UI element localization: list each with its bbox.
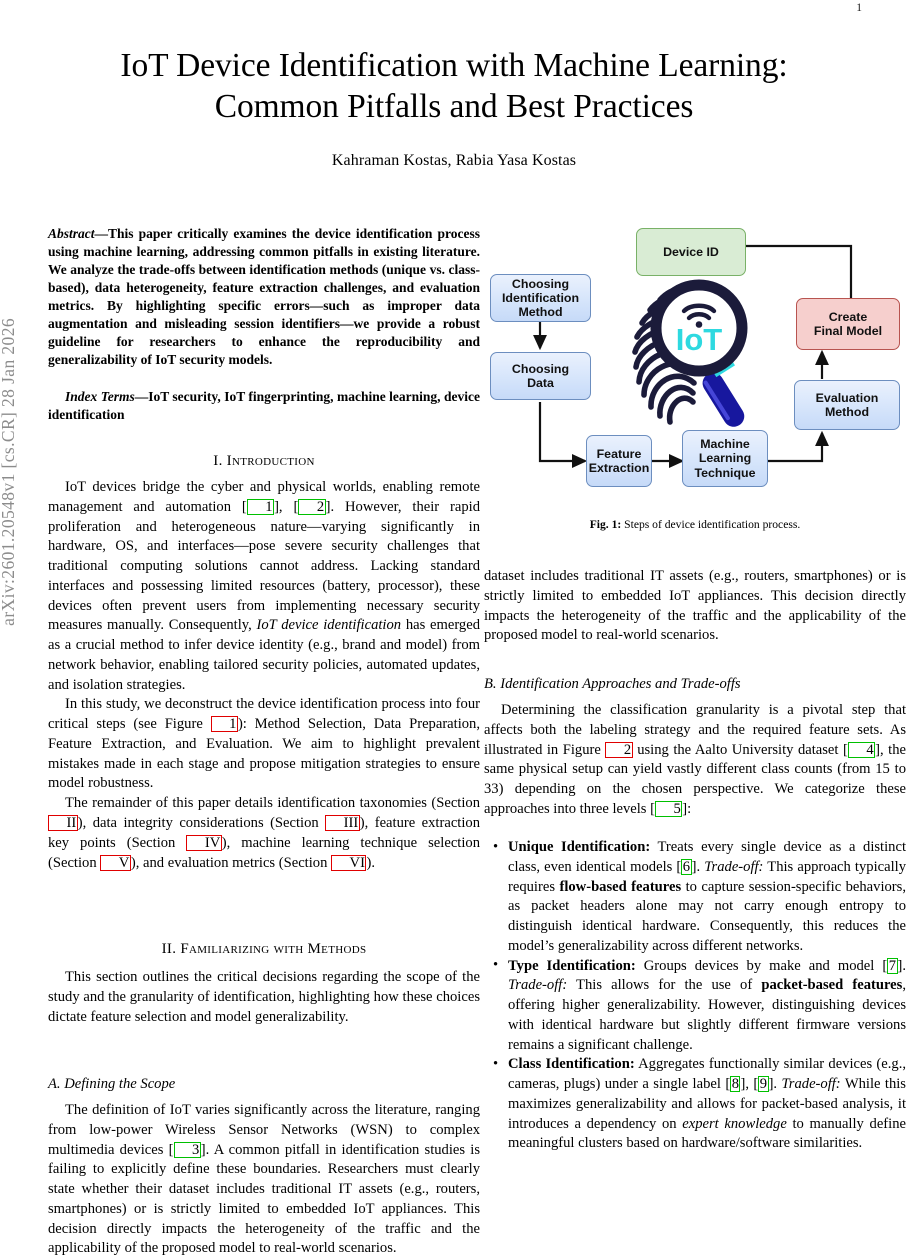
bullet-2-term: Type Identification:	[508, 958, 636, 974]
intro-p3-part-f: ).	[366, 855, 375, 871]
node-choosing-method-label: Choosing Identification Method	[502, 277, 579, 319]
xref-section-3[interactable]: III	[325, 815, 360, 831]
bullet-1-term: Unique Identification:	[508, 839, 650, 855]
intro-paragraph-1: IoT devices bridge the cyber and physica…	[48, 478, 480, 695]
node-device-id-label: Device ID	[663, 245, 719, 259]
node-create-final-model-label: Create Final Model	[814, 310, 882, 338]
abstract-dash: —	[95, 226, 109, 241]
abstract-text: This paper critically examines the devic…	[48, 226, 480, 367]
heading-identification-approaches: B. Identification Approaches and Trade-o…	[484, 676, 906, 693]
iot-fingerprint-svg: IoT	[620, 274, 760, 430]
heading-familiarizing: II. Familiarizing with Methods	[48, 941, 480, 958]
bullet-2-b: ].	[898, 958, 906, 974]
intro-paragraph-2: In this study, we deconstruct the device…	[48, 695, 480, 794]
author-list: Kahraman Kostas, Rabia Yasa Kostas	[48, 152, 860, 170]
figure-1-caption-label: Fig. 1:	[590, 518, 622, 531]
approaches-paragraph-1: Determining the classification granulari…	[484, 701, 906, 820]
heading-defining-scope: A. Defining the Scope	[48, 1076, 480, 1093]
paper-page: arXiv:2601.20548v1 [cs.CR] 28 Jan 2026 1…	[0, 0, 906, 1200]
abstract-label: Abstract	[48, 226, 95, 241]
index-terms-dash: —	[135, 389, 149, 404]
node-evaluation-method[interactable]: Evaluation Method	[794, 380, 900, 430]
index-terms-label: Index Terms	[65, 389, 135, 404]
iot-fingerprint-icon: IoT	[620, 274, 756, 426]
citation-2[interactable]: 2	[298, 499, 325, 515]
node-choosing-identification-method[interactable]: Choosing Identification Method	[490, 274, 591, 322]
scope-continued-text: dataset includes traditional IT assets (…	[484, 568, 906, 643]
node-ml-technique-label: Machine Learning Technique	[694, 437, 755, 479]
node-evaluation-method-label: Evaluation Method	[816, 391, 879, 419]
intro-p3-part-a: The remainder of this paper details iden…	[65, 795, 480, 811]
bullet-icon: •	[493, 838, 498, 858]
figure-1-canvas: Device ID Choosing Identification Method…	[484, 222, 906, 510]
list-item: • Unique Identification: Treats every si…	[484, 838, 906, 957]
bullet-3-b2: ].	[769, 1076, 782, 1092]
title-line-1: IoT Device Identification with Machine L…	[120, 47, 787, 84]
bullet-1-b: ].	[692, 859, 705, 875]
intro-p1-part-c: ]. However, their rapid proliferation an…	[48, 499, 480, 634]
list-item: • Type Identification: Groups devices by…	[484, 957, 906, 1056]
arxiv-stamp: arXiv:2601.20548v1 [cs.CR] 28 Jan 2026	[0, 318, 19, 626]
citation-3[interactable]: 3	[174, 1142, 201, 1158]
scope-paragraph-1: The definition of IoT varies significant…	[48, 1101, 480, 1259]
citation-8[interactable]: 8	[730, 1076, 740, 1092]
bullet-3-b: ], [	[740, 1076, 758, 1092]
scope-p1-part-b: ]. A common pitfall in identification st…	[48, 1142, 480, 1257]
citation-6[interactable]: 6	[681, 859, 691, 875]
approaches-p1-part-b: using the Aalto University dataset [	[633, 742, 848, 758]
figure-1-caption: Fig. 1: Steps of device identification p…	[484, 518, 906, 531]
citation-1[interactable]: 1	[247, 499, 274, 515]
intro-paragraph-3: The remainder of this paper details iden…	[48, 794, 480, 873]
intro-p3-part-e: ), and evaluation metrics (Section	[131, 855, 331, 871]
node-choosing-data[interactable]: Choosing Data	[490, 352, 591, 400]
figure-1: Device ID Choosing Identification Method…	[484, 222, 906, 510]
bullet-2-c: This allows for the use of	[567, 977, 761, 993]
xref-section-2[interactable]: II	[48, 815, 78, 831]
intro-p1-emphasis: IoT device identification	[257, 617, 402, 633]
page-title: IoT Device Identification with Machine L…	[48, 46, 860, 128]
approaches-p1-part-d: ]:	[682, 801, 691, 817]
abstract: Abstract—This paper critically examines …	[48, 225, 480, 369]
node-feature-extraction-label: Feature Extraction	[589, 447, 650, 475]
iot-logo-text: IoT	[676, 322, 723, 357]
bullet-3-tradeoff: Trade-off:	[781, 1076, 840, 1092]
xref-section-6[interactable]: VI	[331, 855, 366, 871]
title-line-2: Common Pitfalls and Best Practices	[215, 88, 694, 125]
index-terms: Index Terms—IoT security, IoT fingerprin…	[48, 388, 480, 424]
node-device-id[interactable]: Device ID	[636, 228, 746, 276]
citation-4[interactable]: 4	[848, 742, 875, 758]
bullet-2-bold: packet-based features	[761, 977, 902, 993]
familiarizing-paragraph-1: This section outlines the critical decis…	[48, 968, 480, 1027]
xref-figure-2[interactable]: 2	[605, 742, 632, 758]
citation-9[interactable]: 9	[758, 1076, 768, 1092]
xref-figure-1[interactable]: 1	[211, 716, 238, 732]
citation-5[interactable]: 5	[655, 801, 682, 817]
bullet-2-tradeoff: Trade-off:	[508, 977, 567, 993]
bullet-3-italic: expert knowledge	[682, 1116, 787, 1132]
intro-p1-part-b: ], [	[274, 499, 298, 515]
node-choosing-data-label: Choosing Data	[512, 362, 569, 390]
xref-section-5[interactable]: V	[100, 855, 131, 871]
node-create-final-model[interactable]: Create Final Model	[796, 298, 900, 350]
bullet-icon: •	[493, 1055, 498, 1075]
xref-section-4[interactable]: IV	[186, 835, 221, 851]
intro-p3-part-b: ), data integrity considerations (Sectio…	[78, 815, 325, 831]
page-number: 1	[856, 2, 862, 14]
list-item: • Class Identification: Aggregates funct…	[484, 1055, 906, 1154]
bullet-icon: •	[493, 956, 498, 976]
bullet-1-bold: flow-based features	[559, 879, 681, 895]
node-feature-extraction[interactable]: Feature Extraction	[586, 435, 652, 487]
scope-paragraph-continued: dataset includes traditional IT assets (…	[484, 567, 906, 646]
figure-1-caption-text: Steps of device identification process.	[621, 518, 800, 531]
citation-7[interactable]: 7	[887, 958, 897, 974]
node-machine-learning-technique[interactable]: Machine Learning Technique	[682, 430, 768, 487]
bullet-3-term: Class Identification:	[508, 1056, 635, 1072]
bullet-2-a: Groups devices by make and model [	[636, 958, 887, 974]
bullet-1-tradeoff: Trade-off:	[704, 859, 763, 875]
heading-introduction: I. Introduction	[48, 453, 480, 470]
approaches-bullet-list: • Unique Identification: Treats every si…	[484, 838, 906, 1154]
